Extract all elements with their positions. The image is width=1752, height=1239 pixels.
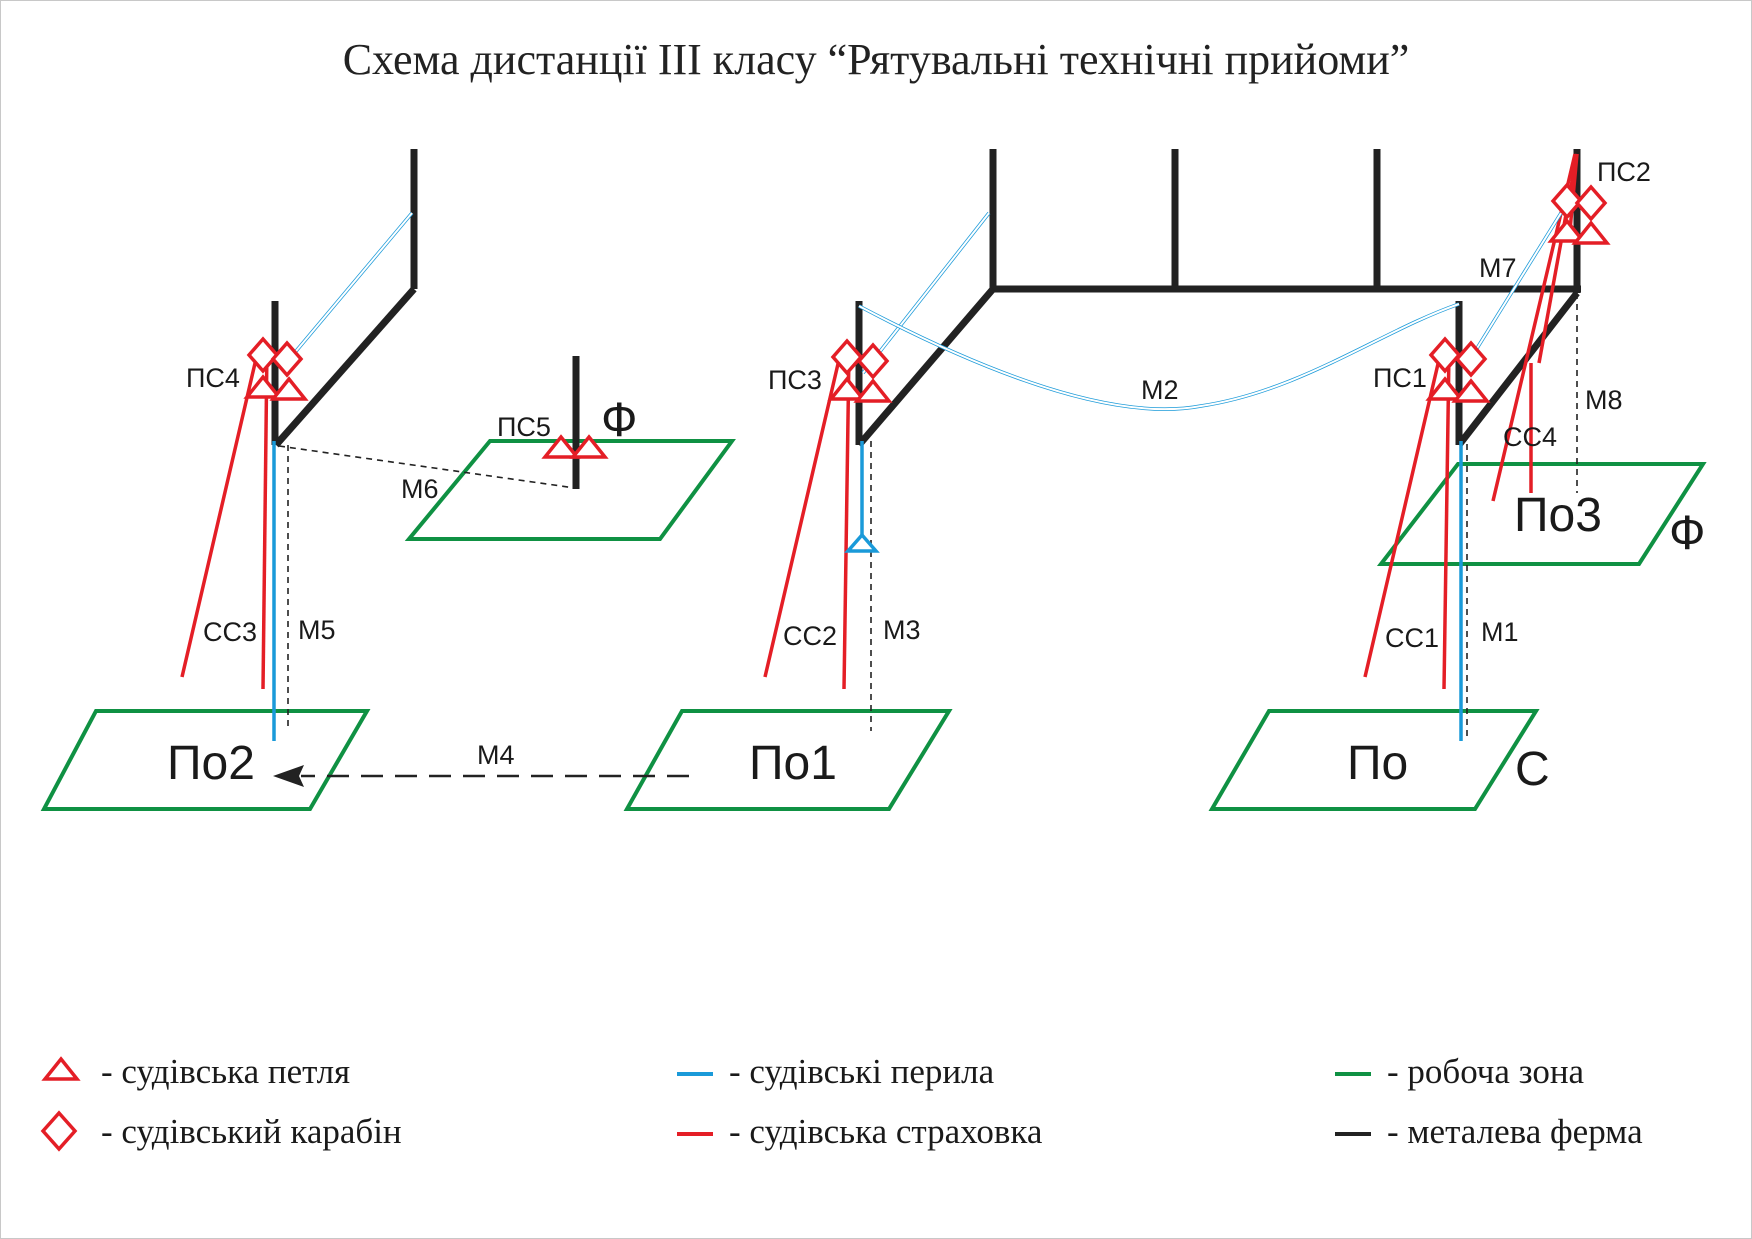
- label-po1: По1: [749, 737, 837, 790]
- label-ps2: ПС2: [1597, 157, 1651, 187]
- railings: [272, 211, 1563, 741]
- ps3-markers: [827, 338, 893, 403]
- ps2-markers: [1547, 182, 1611, 245]
- legend-railing-label: - судівські перила: [729, 1052, 995, 1091]
- legend-carabiner-icon: [40, 1110, 78, 1152]
- label-finish-left: Ф: [601, 394, 638, 447]
- label-m3: М3: [883, 615, 921, 645]
- truss-main-diagonal-right: [1456, 290, 1580, 448]
- label-ss3: СС3: [203, 617, 257, 647]
- ps1-markers: [1425, 336, 1491, 403]
- label-ss2: СС2: [783, 621, 837, 651]
- ps5-markers: [541, 434, 609, 459]
- label-po: По: [1347, 737, 1408, 790]
- label-ss4: СС4: [1503, 422, 1557, 452]
- label-ps1: ПС1: [1373, 363, 1427, 393]
- label-start: С: [1515, 743, 1550, 796]
- label-m6: М6: [401, 474, 439, 504]
- label-po2: По2: [167, 737, 255, 790]
- label-po3: По3: [1514, 489, 1602, 542]
- railing-loop-marker: [844, 532, 880, 553]
- legend-belay-label: - судівська страховка: [729, 1112, 1043, 1151]
- legend-loop-icon: [41, 1056, 81, 1081]
- label-ps3: ПС3: [768, 365, 822, 395]
- label-m7: М7: [1479, 253, 1517, 283]
- work-zone-po: [1208, 709, 1540, 811]
- legend-loop-label: - судівська петля: [101, 1052, 350, 1091]
- label-ps4: ПС4: [186, 363, 240, 393]
- legend-carabiner-label: - судівський карабін: [101, 1112, 402, 1151]
- ps4-markers: [243, 336, 309, 401]
- legend-truss-label: - металева ферма: [1387, 1112, 1643, 1151]
- truss-main-diagonal-left: [856, 286, 996, 448]
- label-finish-right: Ф: [1669, 507, 1706, 560]
- label-m1: М1: [1481, 617, 1519, 647]
- label-ps5: ПС5: [497, 412, 551, 442]
- work-zone-finish-left: [404, 439, 736, 541]
- m6-dashed-line: [278, 445, 576, 489]
- label-ss1: СС1: [1385, 623, 1439, 653]
- label-m5: М5: [298, 615, 336, 645]
- legend: - судівська петля - судівський карабін -…: [40, 1052, 1643, 1152]
- page-title: Схема дистанції ІІІ класу “Рятувальні те…: [343, 35, 1410, 84]
- m4-arrowhead: [273, 765, 304, 787]
- label-m8: М8: [1585, 385, 1623, 415]
- work-zone-po2: [40, 709, 371, 811]
- truss-left-diagonal: [273, 286, 417, 448]
- work-zone-po3: [1376, 462, 1707, 566]
- label-m4: М4: [477, 740, 515, 770]
- label-m2: М2: [1141, 375, 1179, 405]
- legend-work-zone-label: - робоча зона: [1387, 1052, 1585, 1091]
